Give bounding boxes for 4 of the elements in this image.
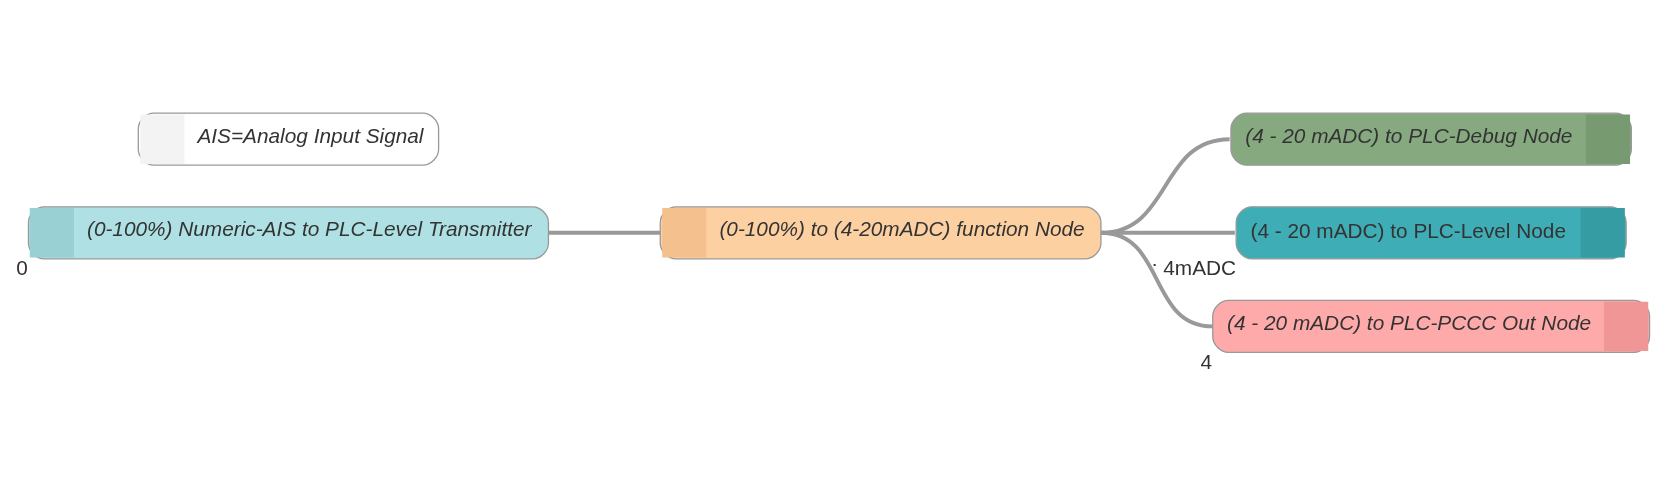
node-label: 4 — [1200, 349, 1213, 373]
connector — [548, 230, 661, 235]
connector — [1100, 230, 1213, 328]
node-label: 0 — [16, 255, 28, 279]
